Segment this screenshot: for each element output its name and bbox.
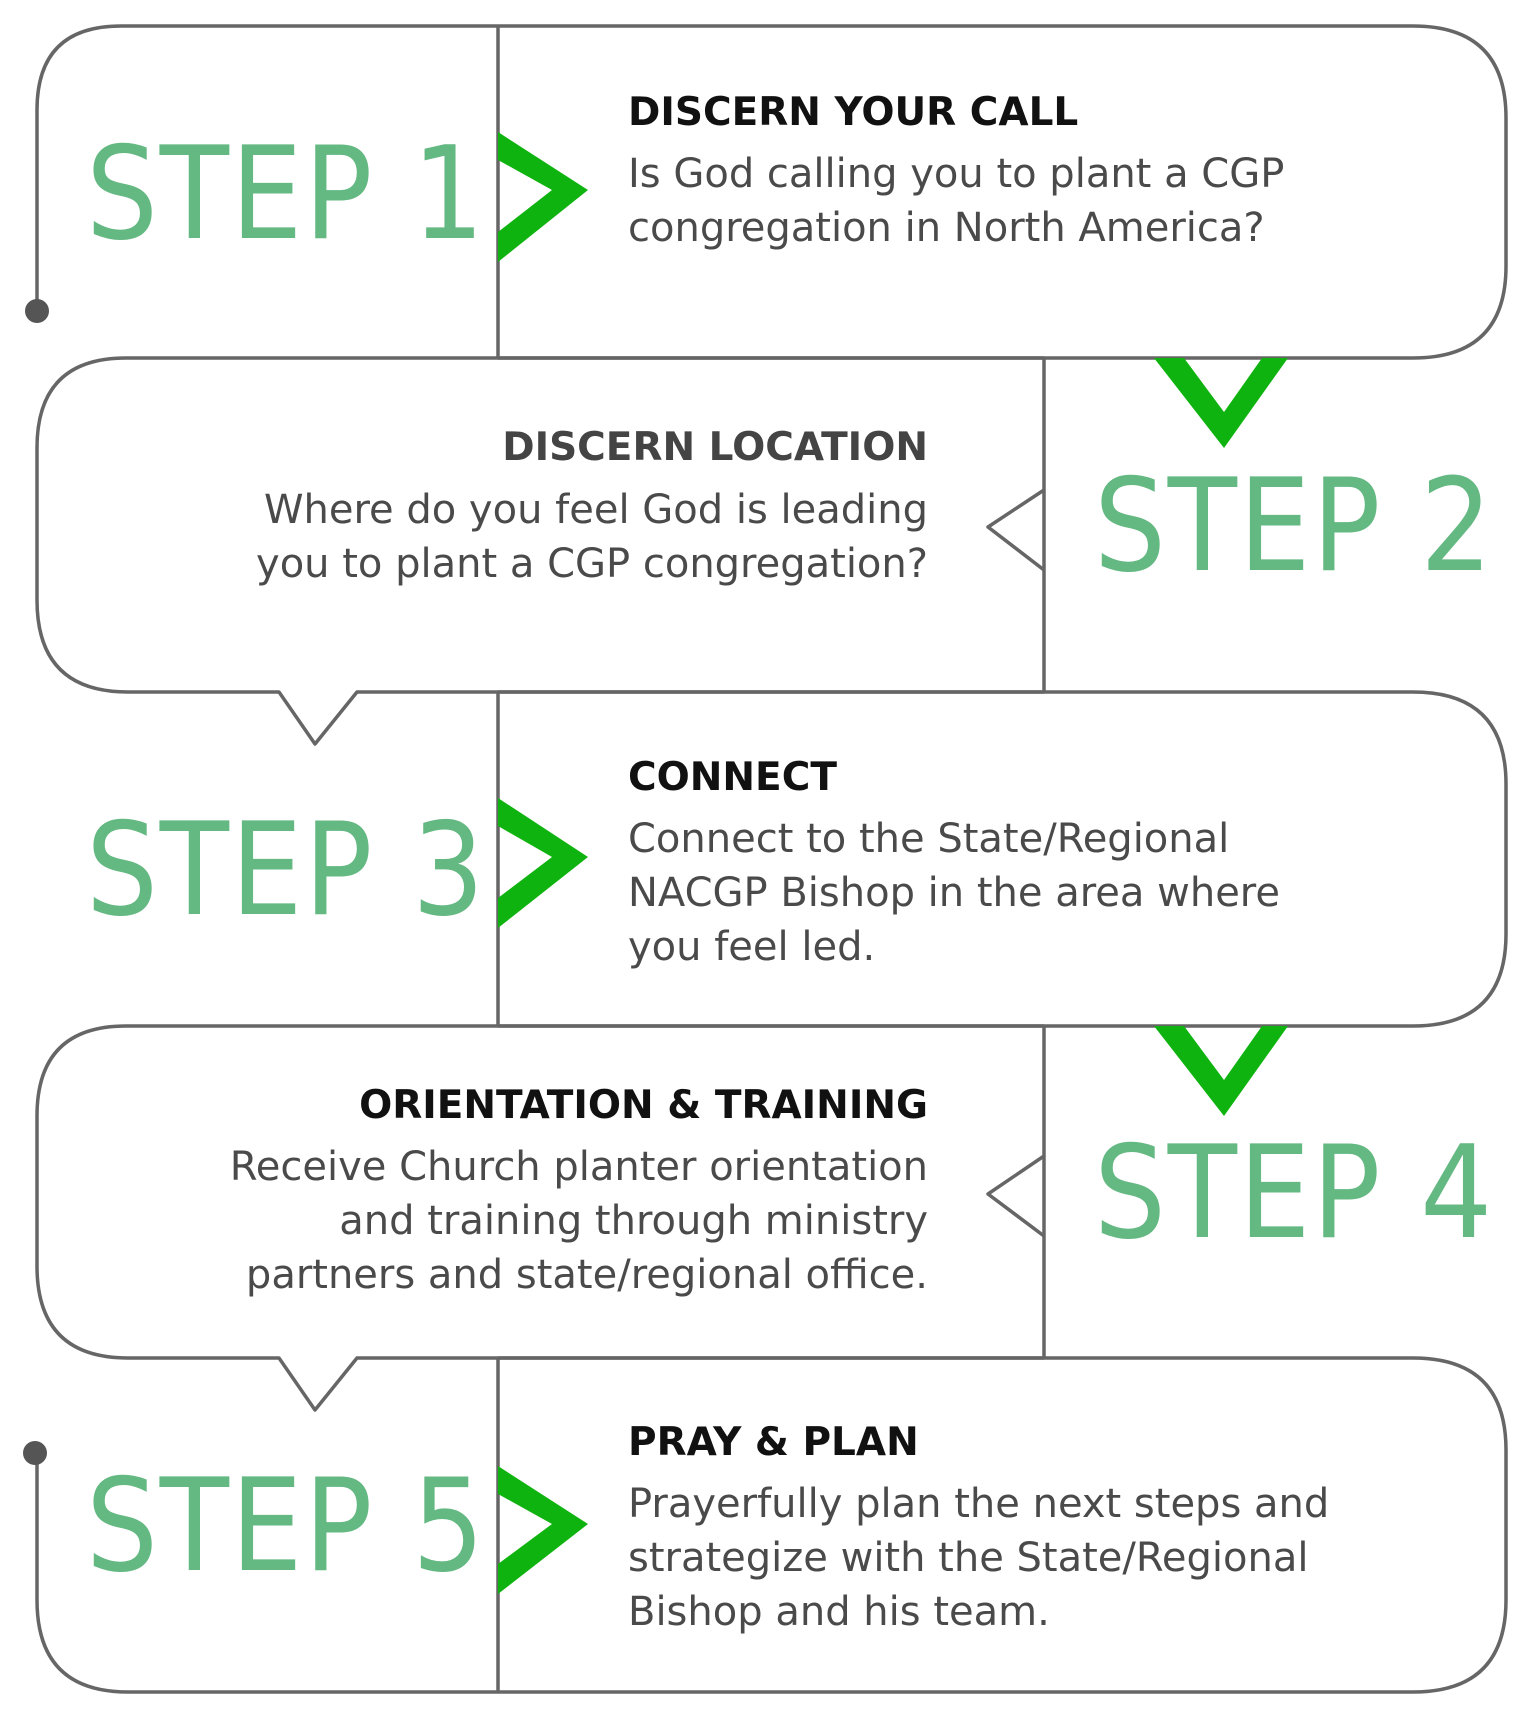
step-3-number: STEP 3 [86, 796, 486, 945]
step-4-number: STEP 4 [1094, 1119, 1494, 1268]
step-1-arrow-icon [498, 132, 588, 262]
step-4-description-line: Receive Church planter orientation [230, 1144, 928, 1190]
timeline-end-dot [23, 1441, 47, 1465]
step-2-arrow-icon [1154, 358, 1288, 448]
step-5-title: PRAY & PLAN [628, 1420, 919, 1465]
step-1-description-line: Is God calling you to plant a CGP [628, 151, 1284, 197]
green-chevron-arrows [498, 132, 1288, 1594]
step-2-description-line: you to plant a CGP congregation? [256, 541, 928, 587]
step-5-description-line: Bishop and his team. [628, 1589, 1050, 1635]
step-3-title: CONNECT [628, 755, 837, 800]
step-3-description-line: you feel led. [628, 924, 875, 970]
step-1-description-line: congregation in North America? [628, 205, 1265, 251]
step-4-description-line: partners and state/regional office. [246, 1252, 928, 1298]
step-5-description-line: strategize with the State/Regional [628, 1535, 1308, 1581]
step-4-arrow-icon [1154, 1026, 1288, 1116]
step-3-arrow-icon [498, 798, 588, 928]
step-1-title: DISCERN YOUR CALL [628, 90, 1078, 135]
step-5-box-outline [35, 1356, 1508, 1694]
step-2-description-line: Where do you feel God is leading [264, 487, 928, 533]
step-4-box-outline [35, 1024, 1044, 1412]
step-2-box-outline [35, 356, 1044, 746]
step-3-description-line: Connect to the State/Regional [628, 816, 1229, 862]
step-box-outlines [23, 24, 1508, 1694]
step-3-description-line: NACGP Bishop in the area where [628, 870, 1280, 916]
step-5-arrow-icon [498, 1466, 588, 1594]
step-5-description-line: Prayerfully plan the next steps and [628, 1481, 1329, 1527]
step-4-title: ORIENTATION & TRAINING [359, 1083, 928, 1128]
step-3-box-outline [498, 690, 1508, 1028]
step-labels: STEP 1 DISCERN YOUR CALL Is God calling … [86, 90, 1494, 1635]
step-4-description-line: and training through ministry [339, 1198, 928, 1244]
step-5-number: STEP 5 [86, 1452, 486, 1601]
timeline-start-dot [25, 299, 49, 323]
step-2-divider-notch [986, 488, 1046, 572]
step-4-divider-notch [986, 1154, 1046, 1238]
step-1-number: STEP 1 [86, 120, 486, 269]
step-2-number: STEP 2 [1094, 452, 1494, 601]
step-2-title: DISCERN LOCATION [502, 425, 928, 470]
step-1-box-outline [35, 24, 1508, 360]
